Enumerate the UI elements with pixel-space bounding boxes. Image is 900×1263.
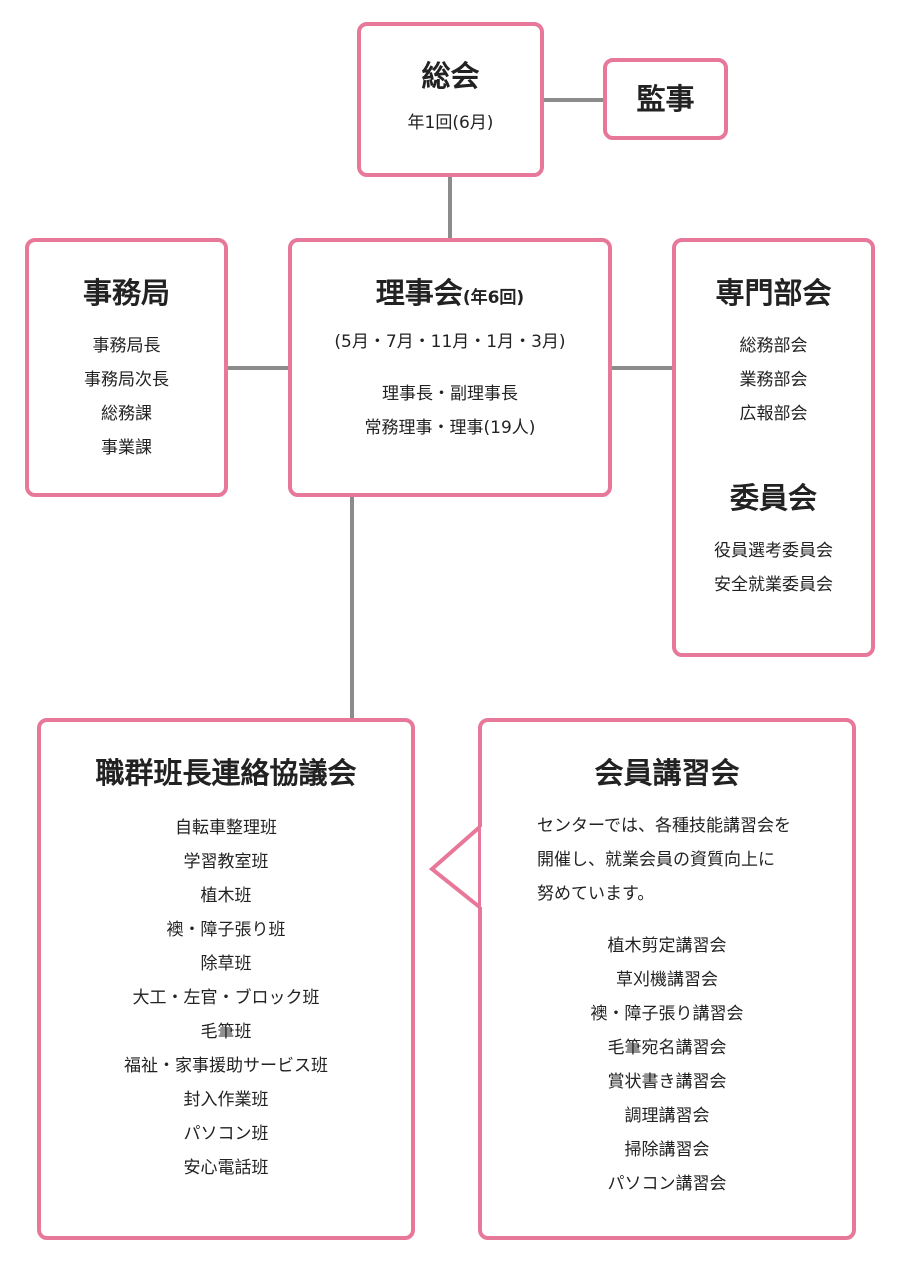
rijikai-heading: 理事会(年6回) [292,276,608,311]
koushu-description: センターでは、各種技能講習会を 開催し、就業会員の資質向上に 努めています。 [482,809,852,911]
shokugun-item: 植木班 [200,885,252,906]
koushu-item: 草刈機講習会 [616,969,718,990]
jimukyoku-item: 事務局長 [92,335,161,356]
koushu-description-line: 努めています。 [537,883,655,904]
koushu-item: 植木剪定講習会 [607,935,727,956]
connector-rijikai-senmon [610,366,674,370]
jimukyoku-item: 事業課 [101,437,152,458]
senmon-item: 業務部会 [739,369,808,390]
committee-title: 委員会 [729,480,817,515]
shokugun-item: 自転車整理班 [175,817,277,838]
senmon-title: 専門部会 [715,276,832,310]
shokugun-box: 職群班長連絡協議会 自転車整理班 学習教室班 植木班 襖・障子張り班 除草班 大… [37,718,415,1240]
senmon-item: 広報部会 [739,403,808,424]
shokugun-item: 除草班 [200,953,252,974]
shokugun-item: パソコン班 [183,1123,269,1144]
connector-soukai-rijikai [448,176,452,240]
koushu-item: 襖・障子張り講習会 [590,1003,744,1024]
jimukyoku-item: 総務課 [101,403,152,424]
rijikai-box: 理事会(年6回) (5月・7月・11月・1月・3月) 理事長・副理事長 常務理事… [288,238,612,497]
speech-bubble-pointer [428,820,484,914]
koushu-item: 掃除講習会 [624,1139,710,1160]
koushu-item: 毛筆宛名講習会 [607,1037,727,1058]
shokugun-list: 自転車整理班 学習教室班 植木班 襖・障子張り班 除草班 大工・左官・ブロック班… [41,811,411,1185]
speech-bubble-join [481,827,487,907]
rijikai-months: (5月・7月・11月・1月・3月) [334,331,566,352]
rijikai-member: 常務理事・理事(19人) [364,417,536,438]
koushu-description-line: センターでは、各種技能講習会を [537,815,791,836]
shokugun-item: 学習教室班 [183,851,269,872]
kanji-title: 監事 [636,82,695,116]
jimukyoku-box: 事務局 事務局長 事務局次長 総務課 事業課 [25,238,228,497]
rijikai-title: 理事会 [375,276,463,310]
committee-list: 役員選考委員会 安全就業委員会 [676,534,871,602]
shokugun-item: 大工・左官・ブロック班 [132,987,320,1008]
rijikai-member: 理事長・副理事長 [382,383,518,404]
koushu-item: パソコン講習会 [607,1173,727,1194]
jimukyoku-item: 事務局次長 [84,369,169,390]
koushu-box: 会員講習会 センターでは、各種技能講習会を 開催し、就業会員の資質向上に 努めて… [478,718,856,1240]
kanji-box: 監事 [603,58,728,140]
shokugun-item: 安心電話班 [183,1157,269,1178]
koushu-item: 賞状書き講習会 [607,1071,727,1092]
jimukyoku-list: 事務局長 事務局次長 総務課 事業課 [29,329,224,465]
koushu-item: 調理講習会 [624,1105,710,1126]
connector-jimukyoku-rijikai [226,366,290,370]
shokugun-item: 福祉・家事援助サービス班 [124,1055,328,1076]
rijikai-members: 理事長・副理事長 常務理事・理事(19人) [292,377,608,445]
koushu-list: 植木剪定講習会 草刈機講習会 襖・障子張り講習会 毛筆宛名講習会 賞状書き講習会… [482,929,852,1201]
koushu-description-line: 開催し、就業会員の資質向上に [537,849,775,870]
committee-item: 役員選考委員会 [714,540,833,561]
shokugun-item: 襖・障子張り班 [166,919,286,940]
rijikai-title-note: (年6回) [462,288,525,308]
connector-rijikai-shokugun [350,495,354,720]
senmon-item: 総務部会 [739,335,808,356]
shokugun-item: 封入作業班 [183,1089,269,1110]
committee-item: 安全就業委員会 [714,574,833,595]
shokugun-item: 毛筆班 [200,1021,252,1042]
koushu-title: 会員講習会 [594,756,740,790]
senmon-box: 専門部会 総務部会 業務部会 広報部会 委員会 役員選考委員会 安全就業委員会 [672,238,875,657]
shokugun-title: 職群班長連絡協議会 [95,756,357,790]
soukai-note: 年1回(6月) [407,112,494,133]
soukai-title: 総会 [421,59,480,93]
jimukyoku-title: 事務局 [82,276,170,310]
connector-soukai-kanji [543,98,605,102]
senmon-list: 総務部会 業務部会 広報部会 [676,329,871,431]
soukai-box: 総会 年1回(6月) [357,22,544,177]
